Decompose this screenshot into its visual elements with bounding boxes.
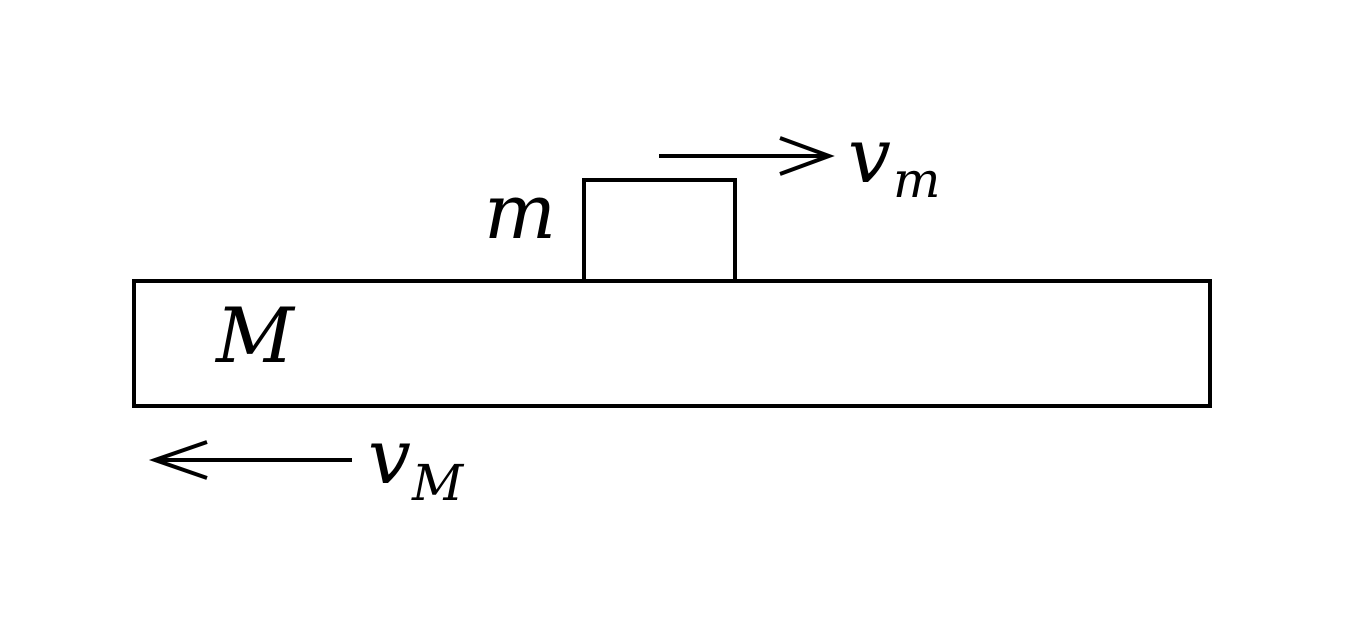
board-velocity-label: v M — [368, 412, 465, 512]
board-velocity-subscript: M — [411, 454, 465, 512]
board-M — [132, 279, 1212, 408]
board-velocity-arrow — [148, 440, 352, 480]
board-mass-label: M — [214, 291, 296, 380]
block-velocity-label: v m — [848, 111, 940, 209]
block-velocity-symbol: v — [848, 111, 891, 200]
block-mass-label: m — [484, 167, 556, 256]
block-m — [582, 178, 737, 283]
board-velocity-symbol: v — [368, 412, 411, 501]
block-velocity-arrow — [659, 136, 835, 176]
block-velocity-subscript: m — [893, 151, 940, 209]
